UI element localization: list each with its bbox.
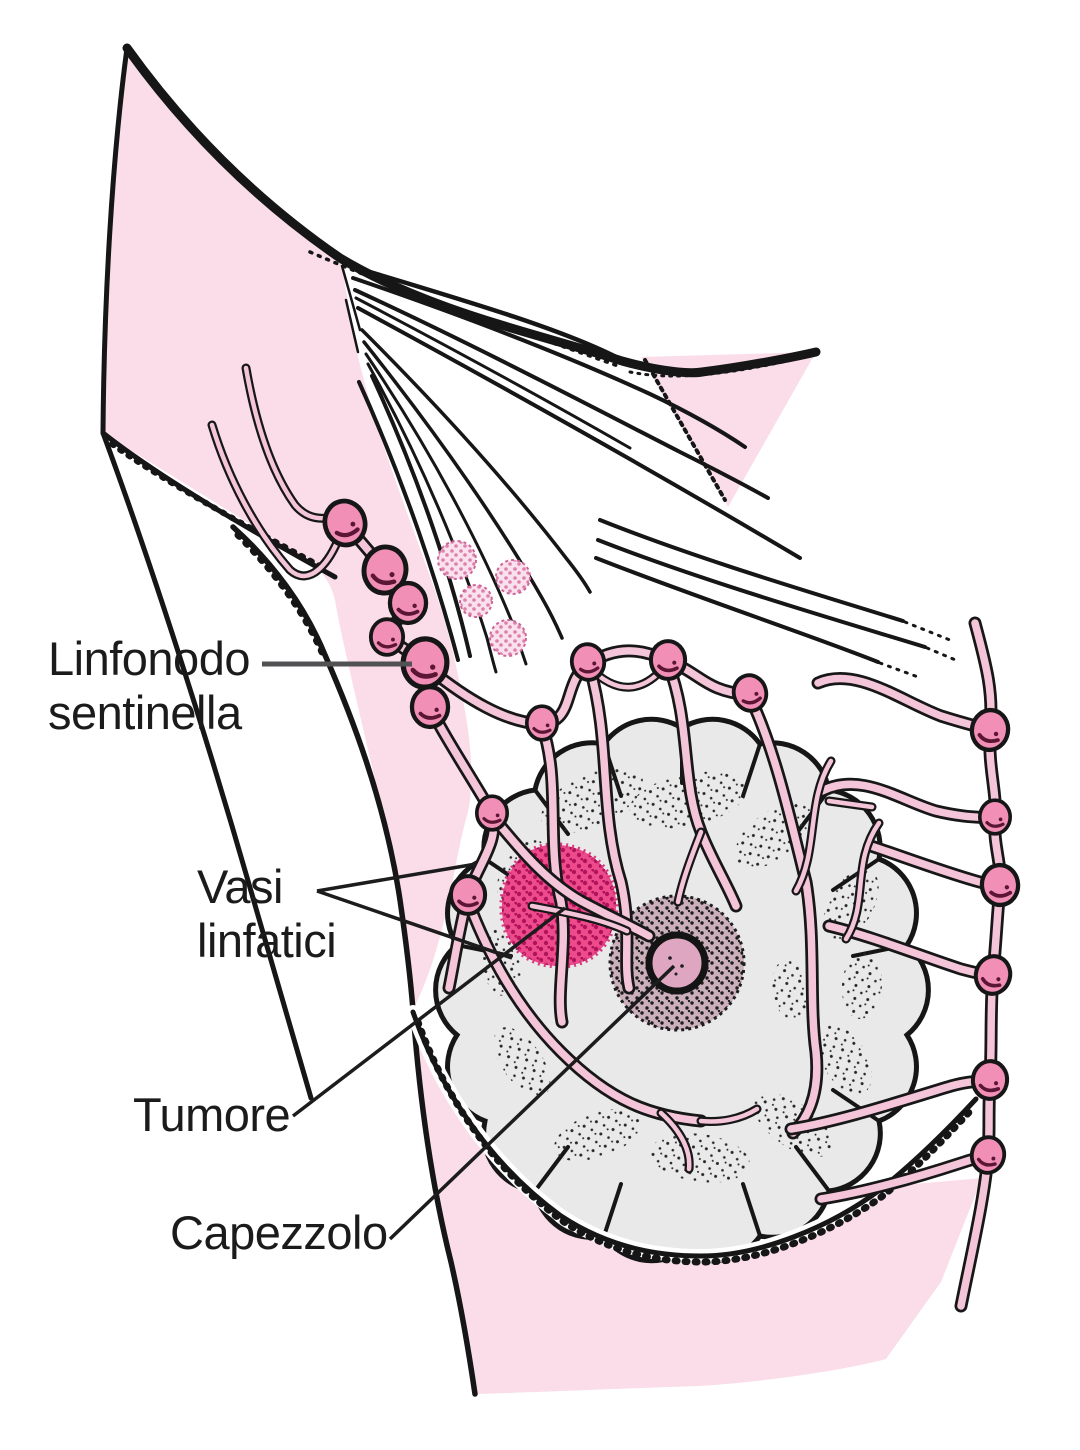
muscle-top-contour (122, 43, 821, 378)
muscle-fiber (366, 362, 498, 674)
arm-outer-edge (100, 45, 130, 436)
label-tumor: Tumore (133, 1088, 291, 1141)
muscle-fiber (356, 306, 802, 560)
torso-outer-silhouette (100, 430, 314, 1101)
label-lymph-vessels: Vasi linfatici (197, 860, 337, 968)
upper-chain-node (524, 704, 560, 742)
upper-chain-node (727, 669, 773, 717)
muscle-fiber (354, 296, 632, 450)
label-lymph-vessels-line2: linfatici (197, 914, 337, 967)
label-sentinel-node-line1: Linfonodo (48, 632, 250, 685)
label-sentinel-node-line2: sentinella (48, 686, 242, 739)
axillary-node (390, 583, 426, 623)
lymph-vessels-leader-lower (316, 889, 513, 960)
label-nipple: Capezzolo (170, 1206, 388, 1259)
internal-mammary-node (972, 952, 1015, 997)
deep-lymph-nodes-stippled (437, 540, 531, 657)
body-contours (100, 45, 478, 1397)
pectoral-edge-line (357, 380, 460, 662)
fiber-fade-dots (903, 620, 952, 642)
upper-chain-node (651, 641, 685, 679)
muscle-origin-tick (344, 298, 360, 354)
muscle-fiber (347, 263, 625, 363)
muscle-fiber (362, 340, 564, 640)
triangle-stipple-edge (643, 358, 727, 502)
nipple-leader (388, 964, 676, 1241)
muscle-fiber (351, 276, 747, 449)
skin-cut-edge (230, 524, 478, 1397)
muscle-origin-tick (340, 264, 362, 332)
muscle-contour-stipple (308, 250, 620, 368)
muscle-contour-stipple-2 (628, 354, 812, 378)
muscle-bundle-ne (598, 518, 905, 623)
label-sentinel-node: Linfonodo sentinella (48, 632, 250, 740)
fiber-fade-dots (925, 646, 960, 663)
lateral-breast-node (474, 794, 510, 832)
internal-mammary-node (967, 1132, 1009, 1178)
internal-mammary-node (980, 864, 1019, 907)
skin-regions (103, 48, 982, 1394)
pectoral-muscle-fibers (122, 43, 960, 679)
lateral-breast-node (451, 876, 485, 914)
internal-mammary-node (971, 1060, 1008, 1101)
internal-mammary-node (977, 798, 1013, 836)
axillary-node (368, 617, 406, 657)
label-lymph-vessels-line1: Vasi (197, 860, 283, 913)
muscle-fiber (360, 328, 592, 594)
internal-mammary-node (969, 707, 1011, 753)
lymph-vessels-leader-upper (316, 862, 477, 893)
axillary-node (412, 687, 448, 727)
pectoral-edge-line (370, 374, 472, 658)
muscle-fiber (353, 288, 770, 500)
muscle-bundle-ne (594, 556, 880, 664)
arm-axilla-chest-skin (103, 48, 982, 1394)
tumor-leader (291, 906, 567, 1118)
fiber-fade-dots (878, 661, 920, 679)
muscle-bundle-ne (596, 538, 927, 649)
nipple-dots (668, 956, 684, 976)
arm-lower-edge-hatch (109, 441, 323, 569)
skin-cut-edge-hatch (234, 531, 326, 656)
leader-lines (262, 661, 676, 1241)
upper-chest-skin-triangle (641, 352, 816, 507)
